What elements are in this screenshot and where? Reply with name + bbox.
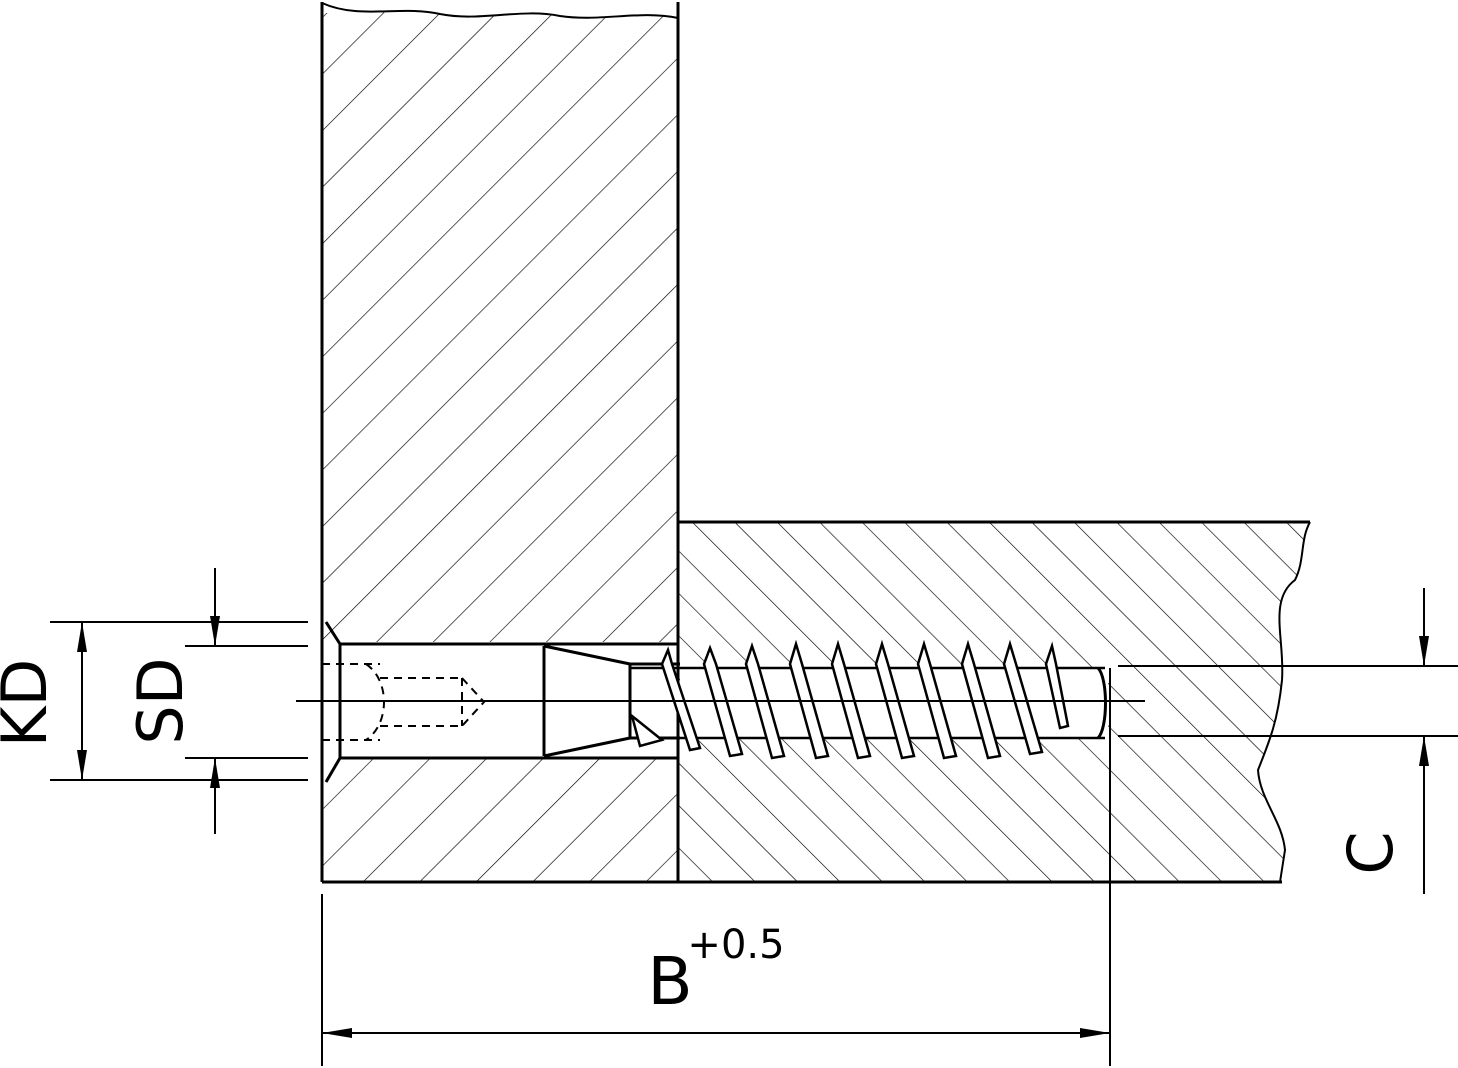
c-label: C (1334, 831, 1407, 874)
b-label: B (647, 943, 692, 1020)
kd-label: KD (0, 659, 61, 747)
sd-dimension (185, 568, 308, 834)
sd-label: SD (124, 657, 197, 744)
b-tolerance-label: +0.5 (687, 922, 784, 968)
b-dimension (321, 668, 1111, 1066)
vertical-board (320, 2, 680, 882)
c-dimension (1118, 588, 1458, 894)
kd-dimension (50, 621, 308, 781)
